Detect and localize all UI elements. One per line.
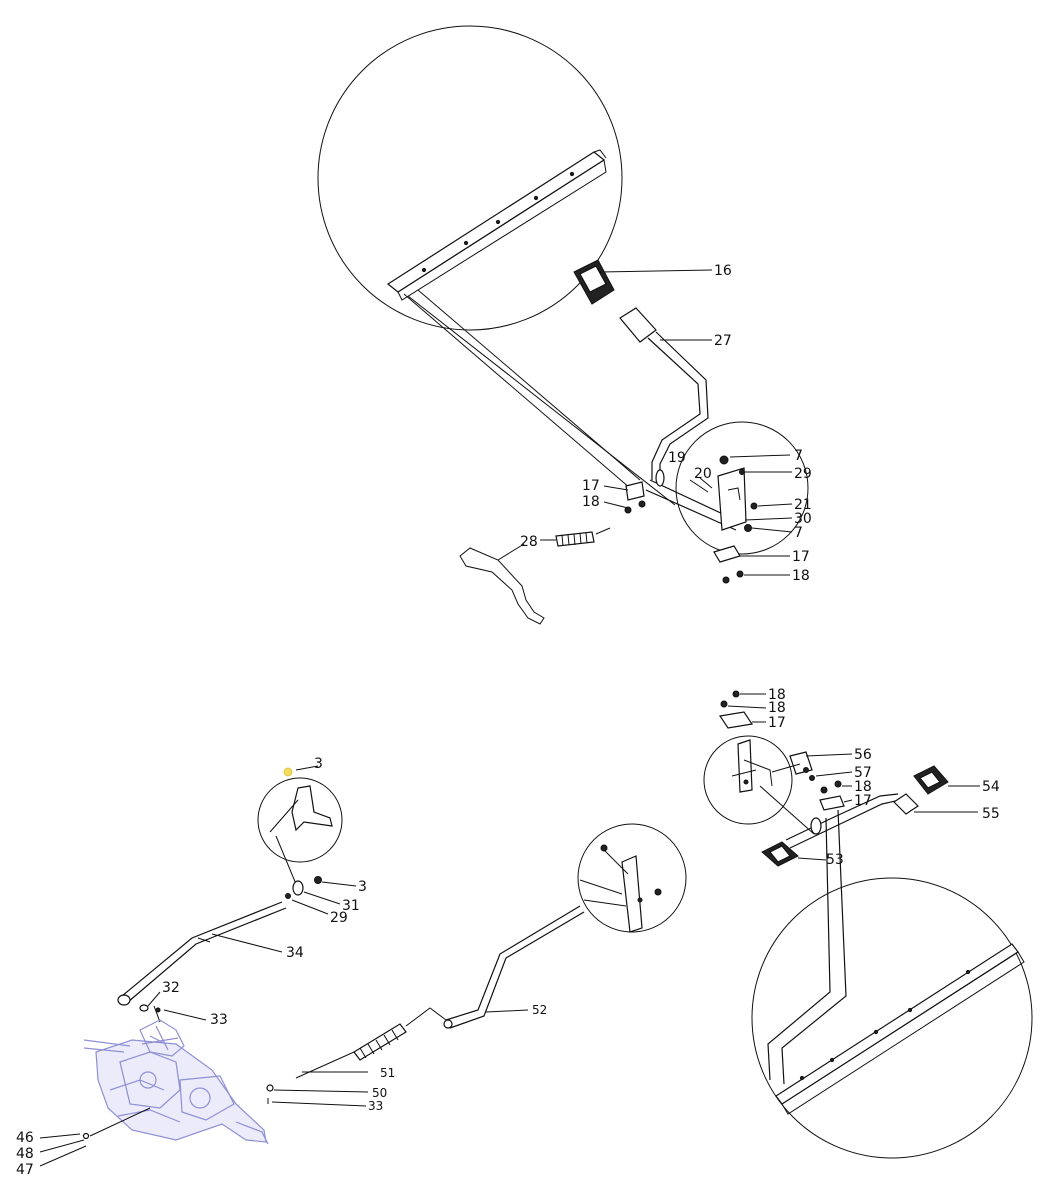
callout-label: 46 <box>16 1130 34 1146</box>
callout-label: 56 <box>854 747 872 763</box>
washer-32-pin-33 <box>139 991 207 1023</box>
callout-label: 32 <box>162 980 180 996</box>
callout-label: 52 <box>532 1003 547 1017</box>
callout-label: 7 <box>794 448 803 464</box>
callout-label: 3 <box>358 879 367 895</box>
pivot-detail-circle <box>675 421 809 555</box>
spring-51 <box>295 1007 447 1079</box>
callout-label: 17 <box>768 715 786 731</box>
callout-label: 54 <box>982 779 1000 795</box>
callout-label: 20 <box>694 466 712 482</box>
callout-label: 27 <box>714 333 732 349</box>
fastener-stack <box>275 835 357 915</box>
transaxle-unit <box>83 1019 269 1145</box>
callout-label: 17 <box>582 478 600 494</box>
callout-label: 16 <box>714 263 732 279</box>
callout-label: 18 <box>792 568 810 584</box>
lower-fasteners-right <box>819 780 853 811</box>
parts-50-33 <box>266 1084 369 1107</box>
callout-label: 47 <box>16 1162 34 1178</box>
bracket-17-lower <box>713 545 790 584</box>
brake-linkage-rod <box>403 289 676 506</box>
callout-label: 34 <box>286 945 304 961</box>
callout-label: 50 <box>372 1086 387 1100</box>
callout-label: 18 <box>854 779 872 795</box>
frame-rail-detail-circle <box>317 25 623 331</box>
bracket-56 <box>771 751 853 781</box>
small-parts-46-48-47 <box>39 1107 151 1167</box>
pedal-shaft-right <box>759 785 901 849</box>
callout-label: 29 <box>794 466 812 482</box>
lever-detail-circle <box>257 765 343 863</box>
callout-label: 28 <box>520 534 538 550</box>
frame-rail-detail-circle-right <box>751 877 1033 1159</box>
pedal-arm-27 <box>619 307 712 480</box>
callout-label: 19 <box>668 450 686 466</box>
callout-label: 53 <box>826 852 844 868</box>
top-fasteners <box>718 690 767 729</box>
callout-label: 21 <box>794 497 812 513</box>
pedal-pad-54 <box>913 765 980 795</box>
callout-label: 48 <box>16 1146 34 1162</box>
ghost-pedal-rod <box>459 543 545 625</box>
spring-28 <box>540 527 611 547</box>
lower-right-assembly <box>703 690 1033 1159</box>
lower-center-assembly <box>266 823 687 1107</box>
callout-label: 17 <box>792 549 810 565</box>
pivot-detail-circle-right <box>703 735 793 825</box>
pedal-pad-55 <box>893 793 978 815</box>
vertical-rods <box>767 809 847 1085</box>
callout-labels: 16 27 7 19 20 29 17 18 21 30 7 17 18 28 … <box>16 263 1000 1178</box>
callout-label: 17 <box>854 793 872 809</box>
callout-label: 30 <box>794 511 812 527</box>
callout-label: 18 <box>582 494 600 510</box>
callout-label: 33 <box>210 1012 228 1028</box>
pedal-pad-16 <box>573 259 713 305</box>
callout-label: 57 <box>854 765 872 781</box>
callout-label: 3 <box>314 756 323 772</box>
pedal-rod-52 <box>443 905 585 1029</box>
highlight-marker <box>283 767 293 777</box>
callout-label: 29 <box>330 910 348 926</box>
top-assembly <box>317 25 809 625</box>
control-rod-34 <box>117 901 287 1006</box>
callout-label: 18 <box>768 687 786 703</box>
callout-label: 18 <box>768 700 786 716</box>
lower-left-assembly <box>39 765 357 1167</box>
bracket-17-left <box>603 481 646 514</box>
bracket-detail-circle <box>577 823 687 933</box>
pedal-pad-53 <box>761 841 827 867</box>
callout-label: 51 <box>380 1066 395 1080</box>
callout-label: 31 <box>342 898 360 914</box>
callout-label: 7 <box>794 525 803 541</box>
callout-label: 33 <box>368 1099 383 1113</box>
callout-label: 55 <box>982 806 1000 822</box>
